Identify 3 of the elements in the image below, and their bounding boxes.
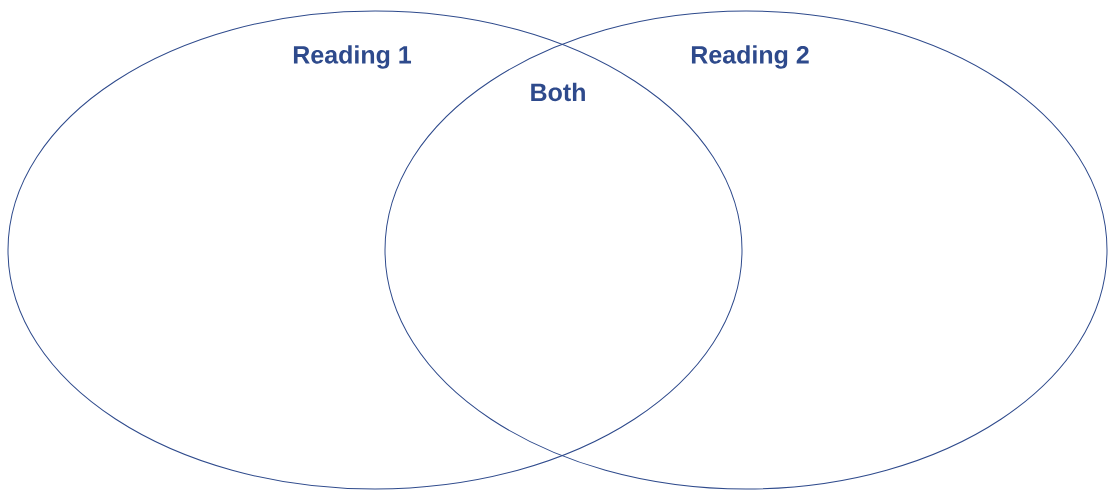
- overlap-label: Both: [531, 82, 585, 102]
- ellipse-heading: Reading 2: [691, 45, 809, 69]
- ellipse-heading: Reading 1: [293, 45, 411, 69]
